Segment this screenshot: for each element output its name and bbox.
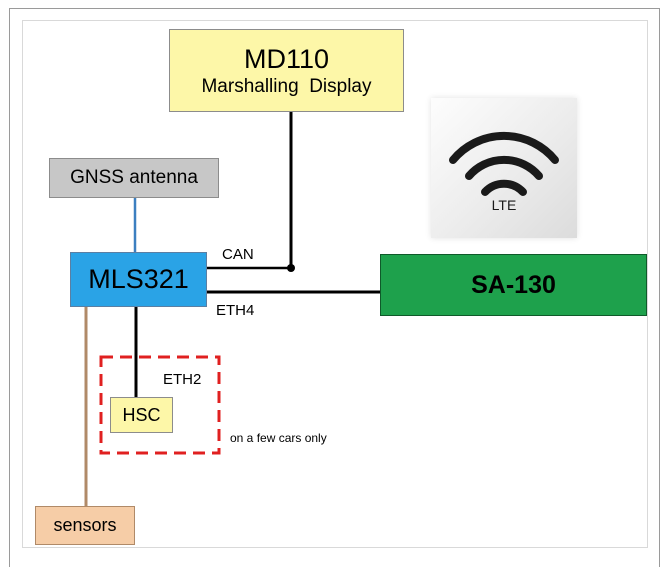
- gnss-antenna-box: GNSS antenna: [49, 158, 219, 198]
- mls321-box: MLS321: [70, 252, 207, 307]
- gnss-antenna-label: GNSS antenna: [70, 167, 198, 188]
- md110-title: MD110: [243, 43, 330, 74]
- sensors-box: sensors: [35, 506, 135, 545]
- lte-wifi-icon: LTE: [431, 98, 577, 238]
- sensors-label: sensors: [53, 515, 117, 535]
- hsc-box: HSC: [110, 397, 173, 433]
- inner-frame: [22, 20, 648, 548]
- lte-label: LTE: [492, 197, 517, 213]
- hsc-label: HSC: [122, 404, 161, 425]
- sa130-label: SA-130: [471, 270, 556, 299]
- sa130-box: SA-130: [380, 254, 647, 316]
- md110-subtitle: Marshalling Display: [201, 75, 372, 97]
- md110-box: MD110 Marshalling Display: [169, 29, 404, 112]
- eth2-label: ETH2: [163, 371, 202, 388]
- optional-dashed-region: [99, 355, 221, 455]
- mls321-label: MLS321: [88, 264, 189, 294]
- optional-note: on a few cars only: [230, 431, 327, 445]
- outer-frame: [9, 8, 660, 567]
- can-junction-dot: [287, 264, 295, 272]
- can-label: CAN: [222, 246, 254, 263]
- eth4-label: ETH4: [216, 302, 255, 319]
